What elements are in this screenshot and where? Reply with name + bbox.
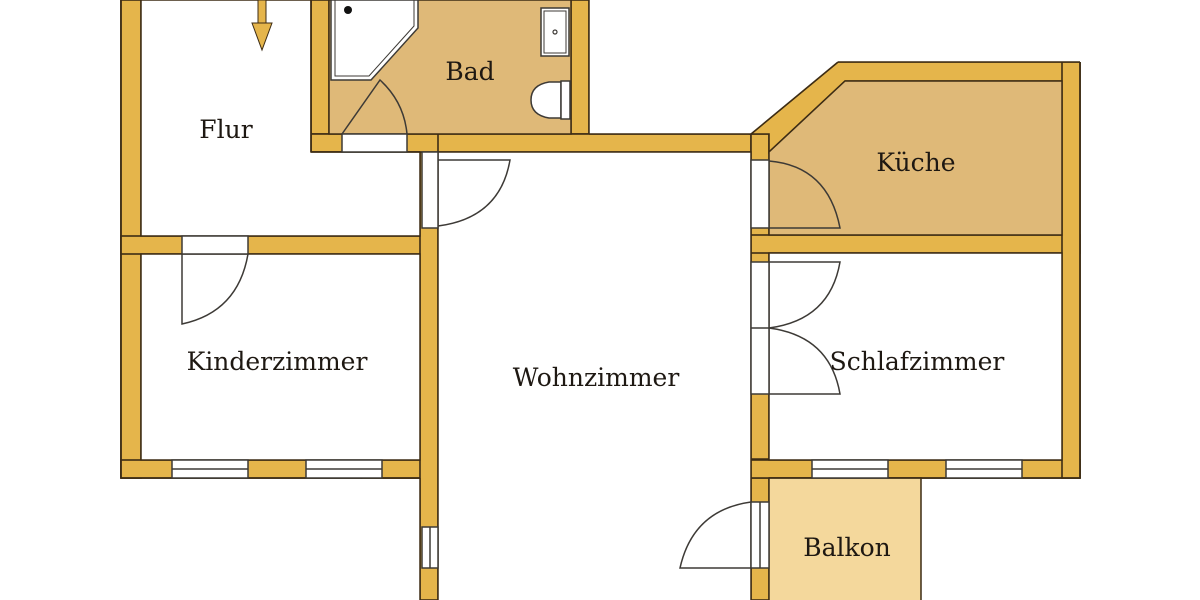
label-kinderzimmer: Kinderzimmer — [187, 347, 368, 376]
schlafzimmer-floor — [768, 252, 1063, 461]
bad-fixtures — [330, 0, 571, 120]
door-kueche[interactable] — [750, 159, 770, 229]
bathtub-icon — [330, 0, 419, 81]
label-kueche: Küche — [876, 148, 955, 177]
label-wohnzimmer: Wohnzimmer — [513, 363, 680, 392]
room-labels: Flur Bad Küche Kinderzimmer Wohnzimmer S… — [187, 57, 1005, 562]
wohnzimmer-floor — [437, 151, 752, 600]
door-kinderzimmer[interactable] — [181, 235, 249, 255]
sink-icon — [540, 7, 570, 57]
label-balkon: Balkon — [803, 533, 891, 562]
label-bad: Bad — [445, 57, 494, 86]
room-floors — [100, 0, 1200, 600]
toilet-icon — [530, 81, 562, 119]
doors — [181, 78, 841, 569]
entrance-arrow-icon — [251, 0, 273, 52]
drain-icon — [344, 6, 352, 14]
label-schlafzimmer: Schlafzimmer — [830, 347, 1005, 376]
door-wohnzimmer[interactable] — [421, 151, 439, 229]
label-flur: Flur — [199, 115, 252, 144]
kinderzimmer-floor — [140, 253, 421, 461]
door-bad[interactable] — [341, 133, 408, 153]
windows — [171, 459, 1023, 569]
balkon-floor — [768, 477, 922, 600]
